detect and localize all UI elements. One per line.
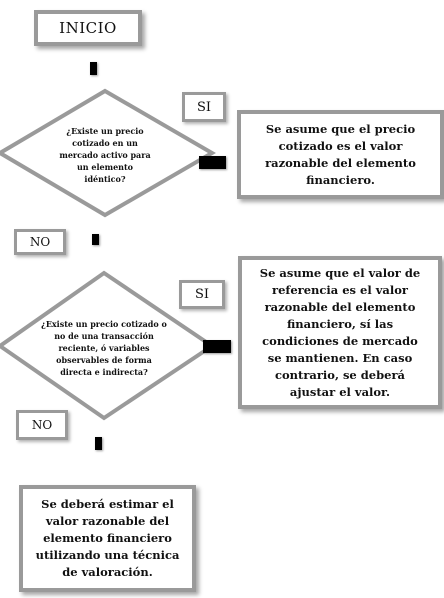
decision1-question: ¿Existe un precio cotizado en un mercado…	[59, 126, 151, 184]
decision1-yes-arrow	[199, 156, 226, 169]
decision1-no-text: NO	[29, 235, 51, 249]
decision2-result-text: Se asume que el valor de referencia es e…	[259, 265, 421, 399]
start-label: INICIO	[59, 19, 117, 37]
connector-decision2-end	[95, 437, 102, 450]
decision1-diamond	[0, 88, 216, 218]
decision1-no-label: NO	[14, 229, 66, 255]
decision2-diamond	[0, 270, 216, 421]
decision2-yes-label: SI	[179, 280, 225, 309]
connector-decision1-decision2	[92, 234, 99, 245]
end-result-text: Se deberá estimar el valor razonable del…	[35, 497, 180, 579]
connector-start-decision1	[90, 62, 97, 75]
decision2-no-text: NO	[31, 418, 53, 432]
decision2-no-label: NO	[16, 410, 68, 440]
decision2-question: ¿Existe un precio cotizado o no de una t…	[41, 319, 167, 377]
end-result-box: Se deberá estimar el valor razonable del…	[19, 485, 196, 592]
decision2-yes-text: SI	[194, 287, 210, 302]
decision1-yes-text: SI	[196, 99, 212, 115]
decision1-result-box: Se asume que el precio cotizado es el va…	[237, 110, 444, 199]
decision2-result-box: Se asume que el valor de referencia es e…	[238, 256, 442, 409]
start-node: INICIO	[34, 10, 142, 46]
decision1-yes-label: SI	[182, 92, 226, 122]
decision1-result-text: Se asume que el precio cotizado es el va…	[265, 121, 416, 187]
decision2-yes-arrow	[203, 340, 231, 353]
